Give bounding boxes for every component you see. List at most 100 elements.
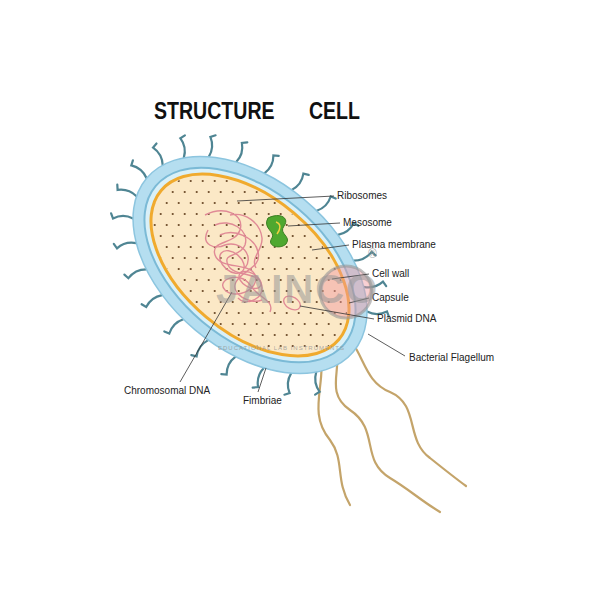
ribosome-dot xyxy=(214,268,216,270)
ribosome-dot xyxy=(250,356,252,358)
ribosome-dot xyxy=(214,290,216,292)
fimbria xyxy=(153,144,163,166)
ribosome-dot xyxy=(226,224,228,226)
ribosome-dot xyxy=(346,246,348,248)
ribosome-dot xyxy=(292,169,294,171)
ribosome-dot xyxy=(202,290,204,292)
ribosome-dot xyxy=(238,356,240,358)
ribosome-dot xyxy=(280,169,282,171)
ribosome-dot xyxy=(292,257,294,259)
ribosome-dot xyxy=(376,367,378,369)
ribosome-dot xyxy=(370,356,372,358)
ribosome-dot xyxy=(214,356,216,358)
ribosome-dot xyxy=(274,356,276,358)
ribosome-dot xyxy=(160,279,162,281)
ribosome-dot xyxy=(166,334,168,336)
ribosome-dot xyxy=(346,180,348,182)
ribosome-dot xyxy=(256,235,258,237)
ribosome-dot xyxy=(256,213,258,215)
ribosome-dot xyxy=(226,180,228,182)
ribosome-dot xyxy=(262,356,264,358)
ribosome-dot xyxy=(286,356,288,358)
ribosome-dot xyxy=(172,323,174,325)
ribosome-dot xyxy=(154,334,156,336)
ribosome-dot xyxy=(250,312,252,314)
ribosome-dot xyxy=(364,235,366,237)
ribosome-dot xyxy=(346,356,348,358)
part-label: Bacterial Flagellum xyxy=(409,352,494,364)
ribosome-dot xyxy=(250,224,252,226)
ribosome-dot xyxy=(322,356,324,358)
fimbria xyxy=(117,185,136,197)
ribosome-dot xyxy=(376,235,378,237)
ribosome-dot xyxy=(250,202,252,204)
part-label: Plasma membrane xyxy=(352,239,436,251)
ribosome-dot xyxy=(262,246,264,248)
ribosome-dot xyxy=(316,191,318,193)
ribosome-dot xyxy=(298,202,300,204)
fimbria xyxy=(317,197,336,211)
ribosome-dot xyxy=(148,191,150,193)
ribosome-dot xyxy=(184,323,186,325)
diagram-title: STRUCTURE CELL xyxy=(154,98,360,124)
ribosome-dot xyxy=(166,180,168,182)
ribosome-dot xyxy=(196,169,198,171)
ribosome-dot xyxy=(202,224,204,226)
watermark: ® xyxy=(368,248,377,261)
ribosome-dot xyxy=(166,268,168,270)
fimbria xyxy=(292,174,309,190)
ribosome-dot xyxy=(304,235,306,237)
ribosome-dot xyxy=(352,235,354,237)
ribosome-dot xyxy=(184,191,186,193)
ribosome-dot xyxy=(208,169,210,171)
ribosome-dot xyxy=(190,268,192,270)
ribosome-dot xyxy=(232,169,234,171)
ribosome-dot xyxy=(244,191,246,193)
ribosome-dot xyxy=(268,191,270,193)
ribosome-dot xyxy=(262,334,264,336)
ribosome-dot xyxy=(202,202,204,204)
ribosome-dot xyxy=(226,202,228,204)
ribosome-dot xyxy=(214,312,216,314)
fimbria xyxy=(209,135,216,157)
fimbria xyxy=(114,243,137,249)
ribosome-dot xyxy=(268,257,270,259)
ribosome-dot xyxy=(298,356,300,358)
cell-wall xyxy=(108,129,392,401)
ribosome-dot xyxy=(226,312,228,314)
ribosome-dot xyxy=(190,312,192,314)
ribosome-dot xyxy=(358,202,360,204)
ribosome-dot xyxy=(328,169,330,171)
fimbria xyxy=(236,142,247,162)
ribosome-dot xyxy=(160,367,162,369)
ribosome-dot xyxy=(364,213,366,215)
ribosome-dot xyxy=(184,235,186,237)
ribosome-dot xyxy=(316,323,318,325)
ribosome-dot xyxy=(202,180,204,182)
ribosome-dot xyxy=(322,202,324,204)
ribosome-dot xyxy=(340,235,342,237)
fimbria xyxy=(111,213,133,218)
ribosome-dot xyxy=(328,367,330,369)
ribosome-dot xyxy=(244,169,246,171)
ribosome-dot xyxy=(286,202,288,204)
ribosome-dot xyxy=(328,191,330,193)
ribosome-dot xyxy=(244,257,246,259)
ribosome-dot xyxy=(160,213,162,215)
fimbria xyxy=(180,135,185,158)
ribosome-dot xyxy=(178,356,180,358)
ribosome-dot xyxy=(316,235,318,237)
ribosome-dot xyxy=(340,323,342,325)
ribosome-dot xyxy=(370,202,372,204)
ribosome-dot xyxy=(298,180,300,182)
ribosome-dot xyxy=(370,180,372,182)
ribosome-dot xyxy=(352,345,354,347)
ribosome-dot xyxy=(148,213,150,215)
ribosome-dot xyxy=(340,169,342,171)
ribosome-dot xyxy=(166,224,168,226)
ribosome-dot xyxy=(268,235,270,237)
ribosome-dot xyxy=(340,213,342,215)
ribosome-dot xyxy=(238,334,240,336)
ribosome-dot xyxy=(292,323,294,325)
ribosome-dot xyxy=(148,301,150,303)
